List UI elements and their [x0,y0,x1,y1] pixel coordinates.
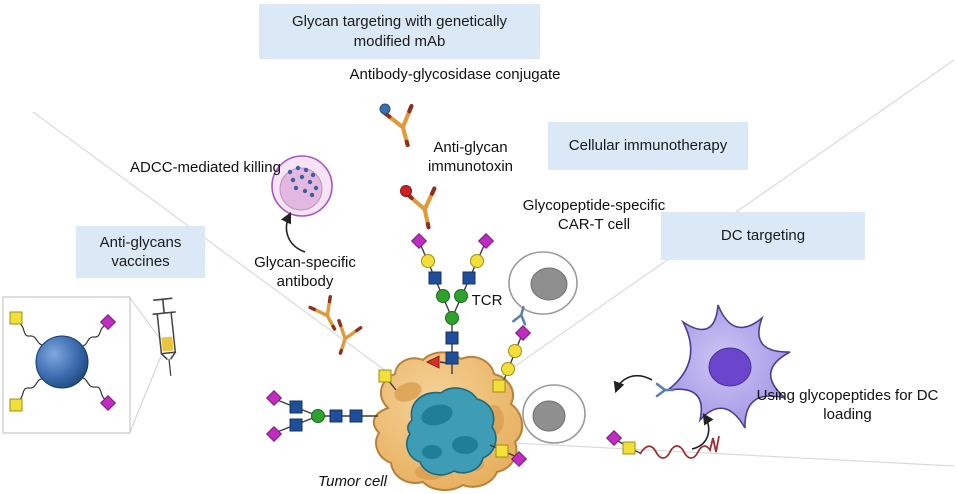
label-tcr: TCR [471,292,503,309]
panel-anti-glycans-vaccines-label: Anti-glycans vaccines [99,233,182,271]
vaccine-particle-panel [2,296,162,434]
panel-glycan-targeting: Glycan targeting with genetically modifi… [259,4,540,59]
arrow-peptide-to-dc [691,413,714,450]
n-glycan-chain-central [411,233,494,374]
tn-antigen [378,369,397,391]
panel-anti-glycans-vaccines: Anti-glycans vaccines [76,226,205,278]
immunotoxin-antibody-icon [400,185,443,231]
dc-nucleus [708,347,752,387]
arrow-antibody-to-effector [280,211,306,253]
car-t-cell-top [508,251,578,315]
effector-nucleus [279,167,323,211]
car-t-nucleus [532,400,566,432]
o-glycan-chain-to-tcr [492,325,531,393]
dc-glycan-receptor-icon [655,382,675,398]
nucleus-patches [421,404,478,459]
antibody-glycosidase-conjugate-icon [379,103,421,149]
label-dc-loading: Using glycopeptides for DC loading [756,387,939,423]
granules [287,165,319,198]
syringe-icon [152,297,177,376]
nanoparticle-core [35,335,89,389]
tumor-cell [372,351,523,491]
glycosidase-dot [379,103,391,115]
dendritic-cell [655,304,791,429]
arrows [280,211,714,450]
toxin-dot [400,185,412,197]
panel-dc-targeting: DC targeting [661,212,865,260]
panel-dc-targeting-label: DC targeting [720,227,806,245]
car-t-nucleus [530,267,568,301]
label-glycopeptide-car-t: Glycopeptide-specific CAR-T cell [522,197,666,233]
panel-glycan-targeting-label: Glycan targeting with genetically modifi… [291,13,508,50]
panel-cellular-immunotherapy-label: Cellular immunotherapy [568,137,728,155]
label-tumor-cell: Tumor cell [318,473,387,490]
o-glycan-bottom-right [489,444,527,467]
label-antibody-glycosidase: Antibody-glycosidase conjugate [349,66,561,83]
adcc-effector-cell [271,155,333,217]
label-adcc-killing: ADCC-mediated killing [130,159,281,176]
n-glycan-chain-left [266,390,378,442]
glycopeptide-squiggle [606,430,720,459]
car-t-cell-bottom [522,384,586,444]
arrow-dc-to-t-cell [613,375,653,394]
label-glycan-specific-antibody: Glycan-specific antibody [254,254,356,290]
label-anti-glycan-immunotoxin: Anti-glycan immunotoxin [427,139,514,175]
glycan-specific-antibody-icons [308,295,363,359]
panel-cellular-immunotherapy: Cellular immunotherapy [548,122,748,170]
